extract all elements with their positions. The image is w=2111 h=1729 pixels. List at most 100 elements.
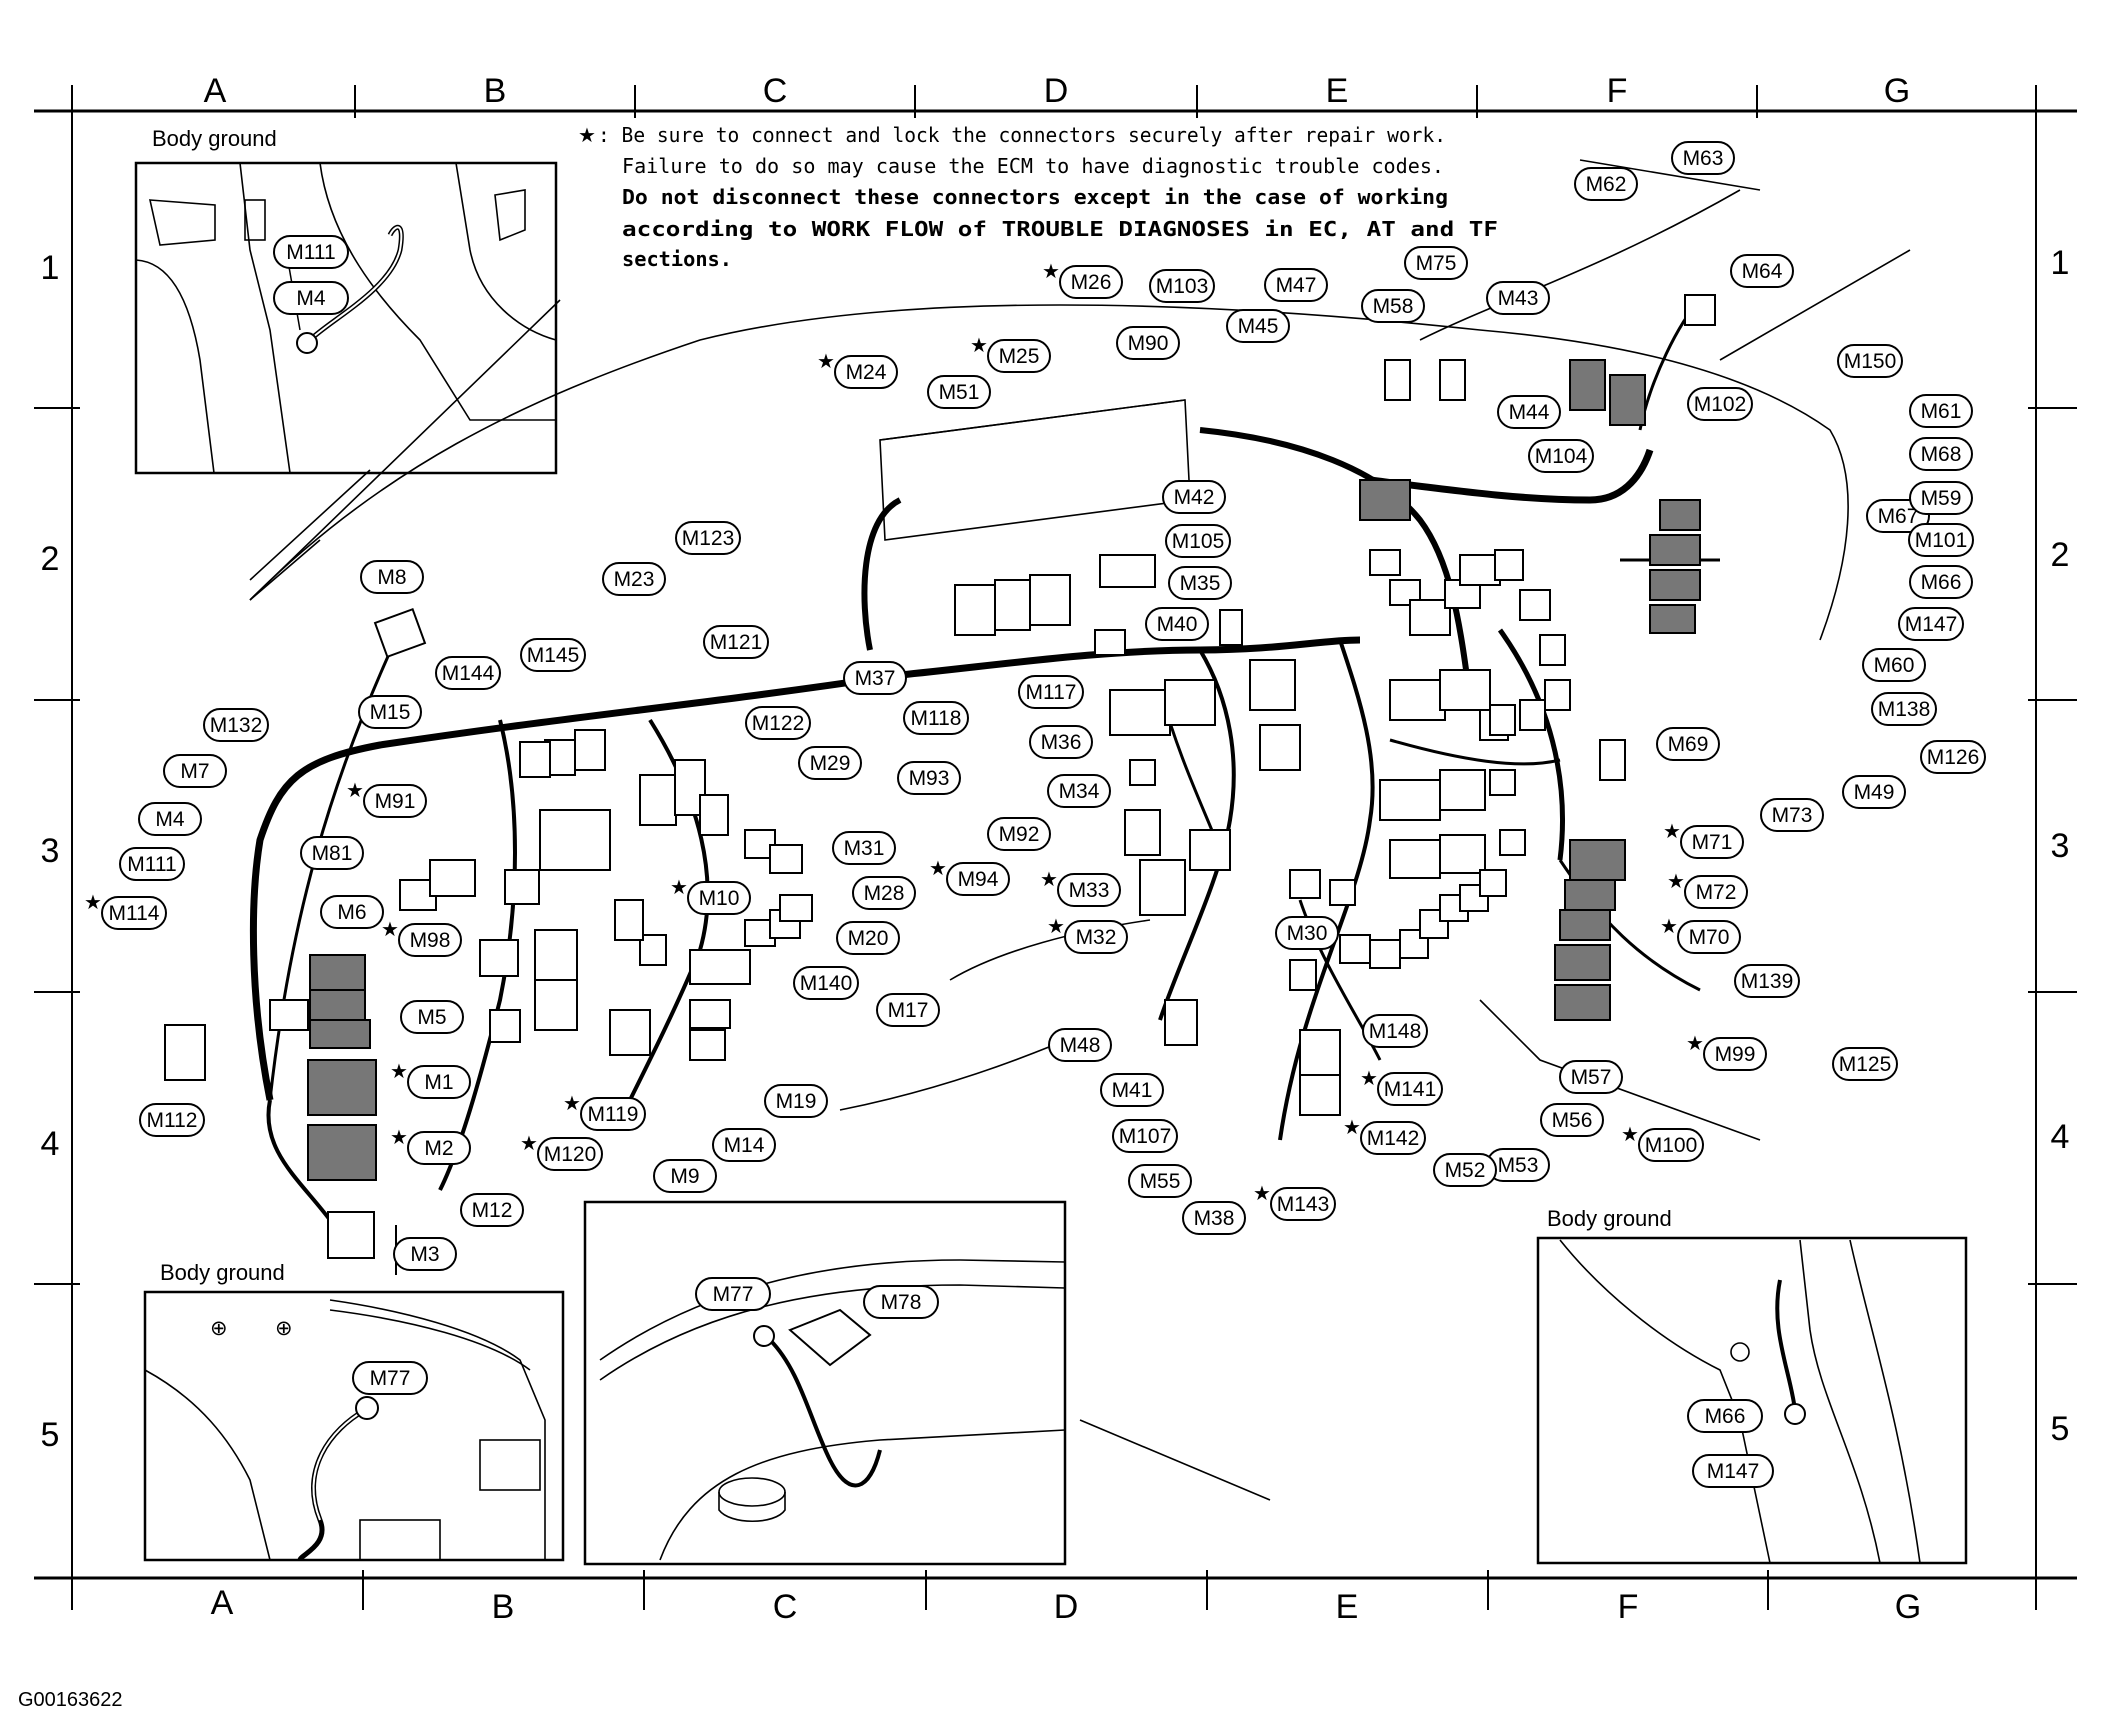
column-label: C (763, 72, 788, 110)
connector-label-m20: M20 (836, 921, 900, 955)
label-bubble (712, 1128, 776, 1162)
inset-label: M78 (881, 1291, 922, 1314)
connector-label-m104: M104 (1528, 439, 1594, 473)
bolt-icon: ⊕ (275, 1317, 293, 1340)
bracket-shape (494, 189, 526, 242)
column-label: C (773, 1588, 798, 1626)
grommet-shape (718, 1477, 786, 1507)
connector-id: M142 (1367, 1127, 1420, 1150)
connector-label-m40: M40 (1145, 607, 1209, 641)
connector-body (1409, 599, 1451, 636)
connector-id: M53 (1498, 1154, 1539, 1177)
connector-label-m56: M56 (1540, 1103, 1604, 1137)
connector-id: M112 (147, 1109, 198, 1132)
connector-id: M150 (1844, 350, 1897, 373)
connector-body (994, 579, 1031, 631)
label-bubble (1064, 920, 1128, 954)
label-bubble (320, 895, 384, 929)
connector-id: M104 (1535, 445, 1588, 468)
connector-id: M99 (1715, 1043, 1756, 1066)
label-bubble (1029, 725, 1093, 759)
connector-id: M63 (1683, 147, 1724, 170)
connector-id: M94 (958, 868, 999, 891)
label-bubble (1832, 1047, 1898, 1081)
body-line (599, 1259, 1066, 1361)
star-icon: ★ (1667, 869, 1685, 893)
star-icon: ★ (1686, 1031, 1704, 1055)
connector-body (614, 899, 644, 941)
connector-label-m55: M55 (1128, 1164, 1192, 1198)
connector-label-m14: M14 (712, 1128, 776, 1162)
connector-label-m99: M99 ★ (1686, 1031, 1767, 1071)
connector-label-m69: M69 (1656, 727, 1720, 761)
star-icon: ★ (1253, 1181, 1271, 1205)
inset-label: M4 (296, 287, 325, 310)
connector-label-m24: M24★ (817, 349, 898, 389)
cluster-housing (879, 399, 1191, 541)
connector-id: M90 (1128, 332, 1169, 355)
connector-body (1569, 839, 1626, 881)
connector-id: M73 (1772, 804, 1813, 827)
connector-id: M117 (1026, 681, 1077, 704)
connector-id: M1 (424, 1071, 453, 1094)
connector-label-m103: M103 (1149, 269, 1215, 303)
ground-wire-inner (312, 1409, 366, 1521)
label-bubble (1059, 265, 1123, 299)
connector-body (269, 999, 309, 1031)
connector-id: M141 (1384, 1078, 1437, 1101)
connector-id: M41 (1112, 1079, 1153, 1102)
connector-body (429, 859, 476, 897)
star-icon: ★ (390, 1059, 408, 1083)
column-label: E (1336, 1588, 1359, 1626)
connector-label-m145: M145 (520, 638, 586, 672)
connector-body (779, 894, 813, 922)
connector-id: M10 (699, 887, 740, 910)
inset-title: Body ground (152, 126, 277, 151)
label-bubble (407, 1065, 471, 1099)
connector-body (539, 809, 611, 871)
label-bubble (1145, 607, 1209, 641)
connector-label-m118: M118 (903, 701, 969, 735)
connector-id: M123 (682, 527, 735, 550)
star-icon: ★ (390, 1125, 408, 1149)
connector-label-m37: M37 (843, 661, 907, 695)
connector-body (479, 939, 519, 977)
connector-labels: M8M132M7M4M111M114★M81M6M5M1★M2★M112M3M1… (84, 141, 1986, 1271)
connector-label-m48: M48 (1048, 1028, 1112, 1062)
connector-label-m47: M47 (1264, 268, 1328, 302)
label-bubble (1677, 920, 1741, 954)
connector-id: M93 (909, 767, 950, 790)
label-bubble (1909, 481, 1973, 515)
label-bubble (358, 695, 422, 729)
connector-id: M122 (752, 712, 805, 735)
label-bubble (101, 896, 167, 930)
inset-frame (583, 1200, 1067, 1566)
connector-body (689, 1029, 726, 1061)
connector-id: M9 (670, 1165, 699, 1188)
connector-label-m147: M147 (1898, 607, 1964, 641)
connector-id: M72 (1696, 881, 1737, 904)
connector-label-m60: M60 (1862, 648, 1926, 682)
label-bubble (1362, 1014, 1428, 1048)
label-bubble (1360, 1121, 1426, 1155)
label-bubble (1048, 1028, 1112, 1062)
connector-body (1369, 549, 1401, 576)
connector-label-m41: M41 (1100, 1073, 1164, 1107)
connector-label-m105: M105 (1165, 524, 1231, 558)
star-icon: ★ (1343, 1115, 1361, 1139)
connector-label-m2: M2★ (390, 1125, 471, 1165)
bracket-shape (148, 199, 216, 246)
connector-label-m101: M101 (1908, 523, 1974, 557)
connector-id: M57 (1571, 1066, 1612, 1089)
label-bubble (987, 339, 1051, 373)
connector-id: M28 (864, 882, 905, 905)
connector-id: M4 (155, 808, 184, 831)
connector-id: M147 (1905, 613, 1958, 636)
label-bubble (675, 521, 741, 555)
connector-label-m112: M112 (139, 1103, 205, 1137)
label-bubble (400, 1000, 464, 1034)
label-bubble (1862, 648, 1926, 682)
inset-label-bubble (1692, 1454, 1774, 1488)
connector-label-m44: M44 (1497, 395, 1561, 429)
inset-bottom-left: Body ground ⊕ ⊕ M77 (143, 1260, 565, 1562)
